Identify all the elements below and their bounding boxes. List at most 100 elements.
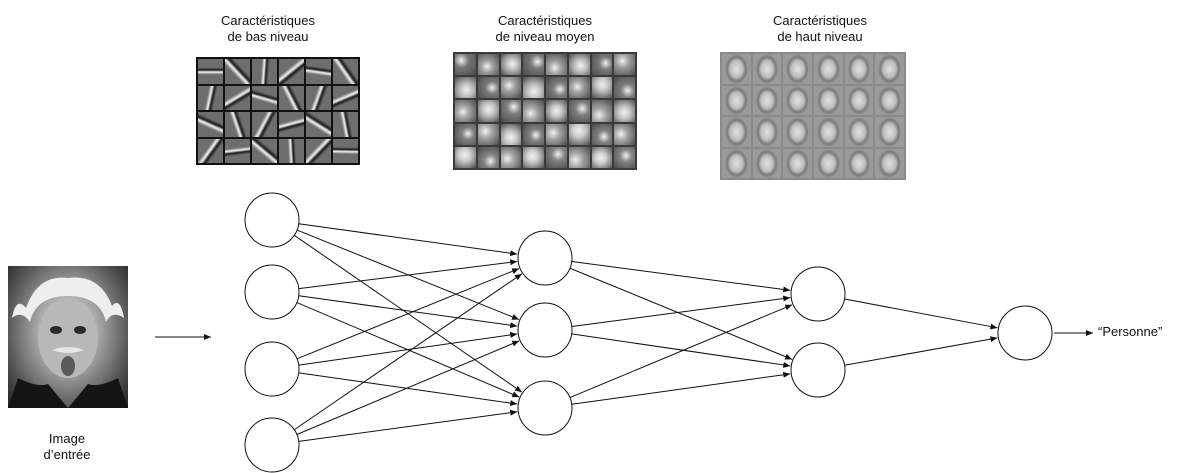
neuron-layer3-1 [790,266,846,322]
feature-tile [813,117,843,147]
feature-tile [500,54,522,76]
feature-tile [783,85,812,115]
feature-tile [568,100,590,122]
feature-tile [783,148,812,178]
feature-tile [523,146,544,168]
feature-tile [225,59,250,84]
mid-level-caption-line1: Caractéristiques [498,13,592,28]
feature-tile [455,146,476,168]
feature-tile [500,146,522,168]
feature-tile [752,148,782,178]
feature-tile [813,54,843,84]
feature-tile [455,77,476,99]
feature-tile [875,54,904,84]
feature-tile [225,85,250,110]
high-level-features-caption: Caractéristiques de haut niveau [773,13,867,45]
feature-tile [279,112,304,137]
connection-l0-2-to-0 [296,268,520,360]
feature-tile [752,54,782,84]
neuron-layer4-1 [997,305,1053,361]
feature-tile [722,117,751,147]
feature-tile [722,54,751,84]
input-image [8,266,128,408]
feature-tile [477,123,499,145]
neuron-layer1-2 [244,264,300,320]
connection-l1-0-to-1 [569,267,793,360]
neuron-layer2-1 [517,230,573,286]
connection-l0-3-to-1 [296,340,520,435]
neuron-layer3-2 [790,342,846,398]
feature-tile [614,123,635,145]
feature-tile [752,117,782,147]
feature-tile [477,146,499,168]
feature-tile [568,77,590,99]
feature-tile [568,54,590,76]
connection-l0-1-to-0 [298,259,518,290]
feature-tile [523,100,544,122]
feature-tile [614,54,635,76]
feature-tile [333,59,358,84]
feature-tile [477,77,499,99]
feature-tile [198,59,223,84]
feature-tile [306,112,331,137]
feature-tile [198,112,223,137]
feature-tile [333,138,358,163]
feature-tile [591,77,613,99]
feature-tile [813,85,843,115]
connection-l1-2-to-0 [569,304,793,399]
feature-tile [225,112,250,137]
feature-tile [591,123,613,145]
neuron-layer1-4 [244,417,300,473]
connection-l0-3-to-0 [293,273,523,431]
feature-tile [875,85,904,115]
feature-tile [591,146,613,168]
feature-tile [333,85,358,110]
feature-tile [752,85,782,115]
feature-tile [252,138,277,163]
feature-tile [477,100,499,122]
neuron-layer2-2 [517,302,573,358]
feature-tile [546,77,567,99]
low-level-features-image [196,57,360,165]
feature-tile [455,123,476,145]
feature-tile [844,54,874,84]
feature-tile [477,54,499,76]
feature-tile [844,117,874,147]
feature-tile [455,100,476,122]
connection-l0-1-to-1 [298,295,518,329]
feature-tile [614,146,635,168]
connection-l1-1-to-0 [571,295,791,327]
high-level-features-image [720,52,906,180]
feature-tile [252,59,277,84]
feature-tile [252,85,277,110]
connection-l0-3-to-2 [298,409,518,442]
feature-tile [813,148,843,178]
mid-level-features-caption: Caractéristiques de niveau moyen [495,13,594,45]
feature-tile [455,54,476,76]
input-caption-line2: d’entrée [43,447,91,462]
feature-tile [306,138,331,163]
feature-tile [568,146,590,168]
feature-tile [523,77,544,99]
input-caption-line1: Image [48,431,86,446]
connection-l0-0-to-0 [298,223,518,257]
feature-tile [783,54,812,84]
feature-tile [875,148,904,178]
feature-tile [568,123,590,145]
feature-tile [500,77,522,99]
connection-l2-0-to-0 [844,298,998,330]
connection-l0-2-to-2 [298,372,518,407]
high-level-caption-line1: Caractéristiques [773,13,867,28]
feature-tile [614,100,635,122]
neuron-layer1-1 [244,192,300,248]
portrait-illustration [8,277,128,408]
mid-level-features-image [453,52,637,170]
low-level-features-caption: Caractéristiques de bas niveau [221,13,315,45]
neuron-layer1-3 [244,341,300,397]
feature-tile [783,117,812,147]
feature-tile [523,54,544,76]
feature-tile [614,77,635,99]
connection-l2-1-to-0 [844,336,998,366]
feature-tile [279,85,304,110]
